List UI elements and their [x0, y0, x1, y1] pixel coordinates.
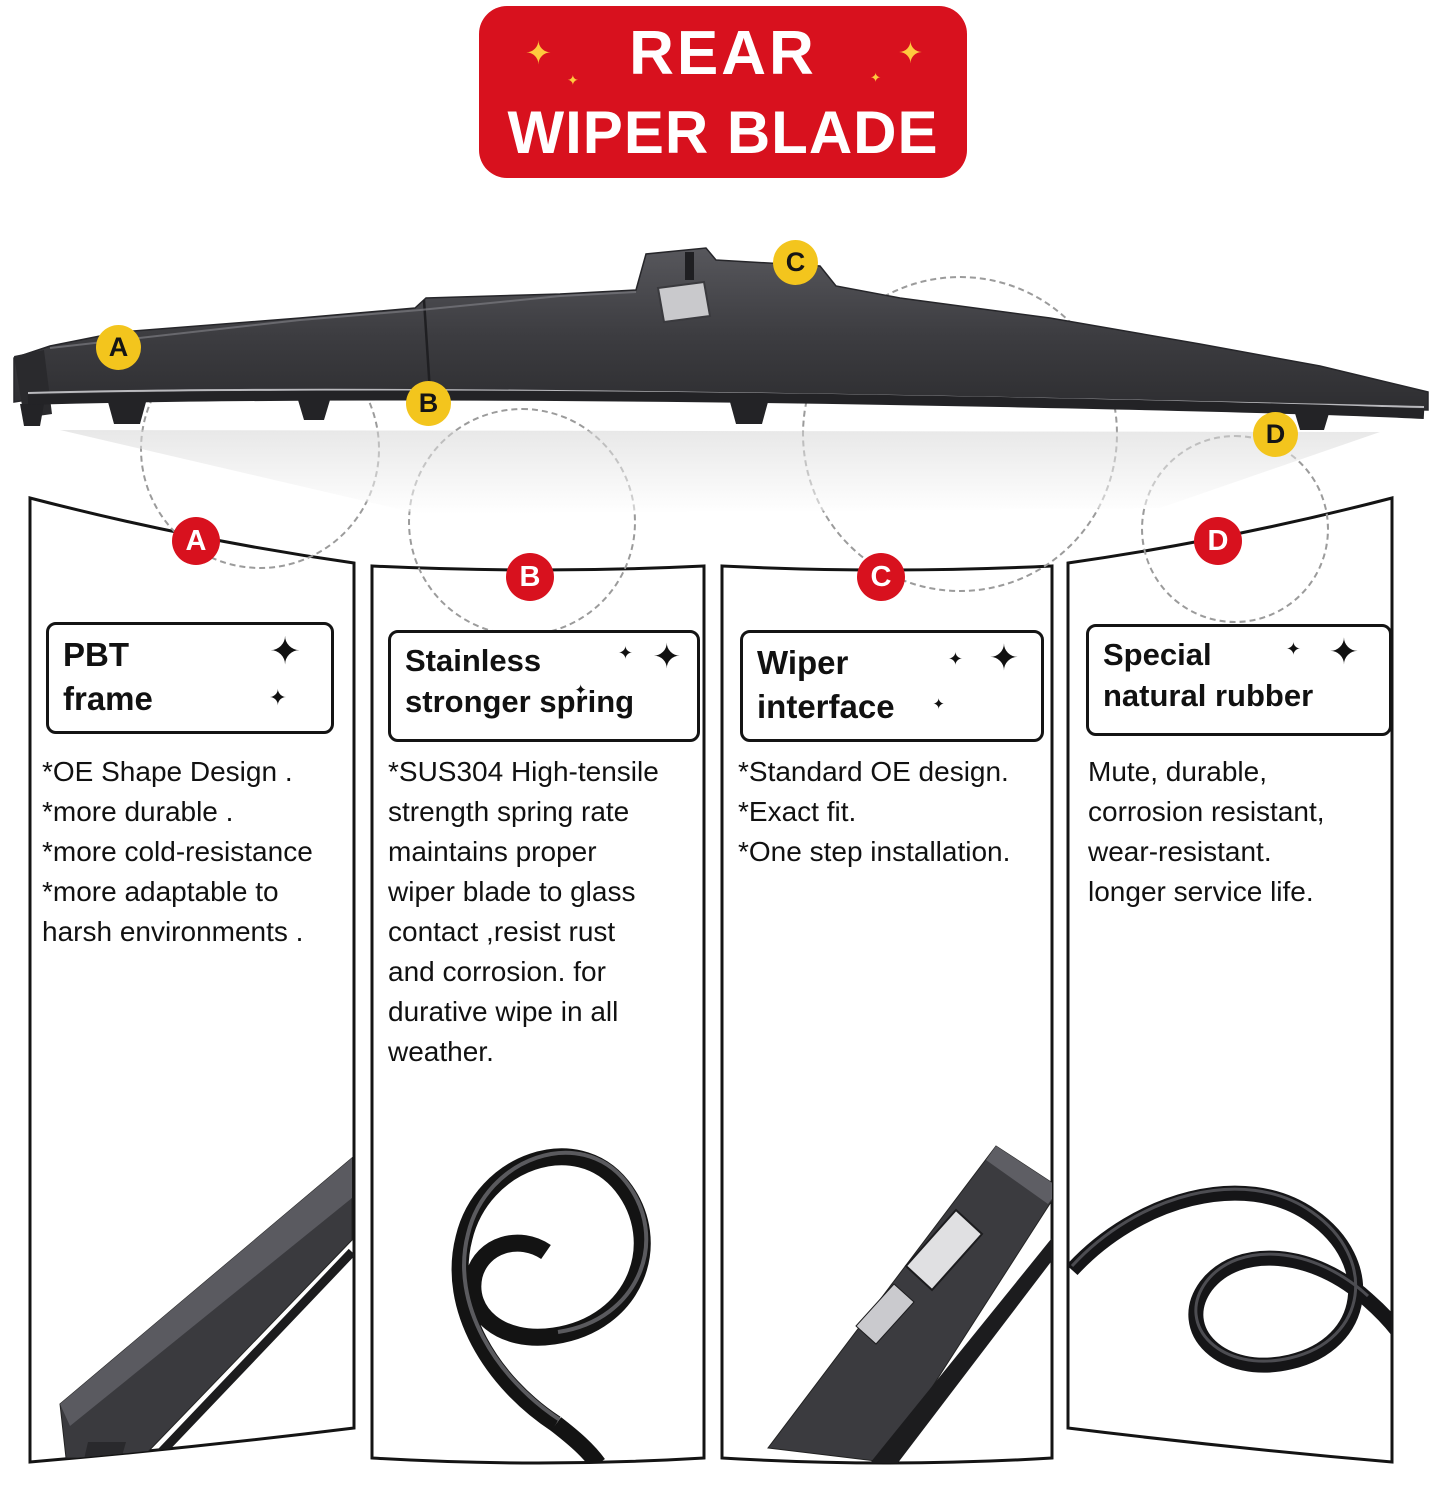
panel-b-title: Stainless stronger spring: [405, 643, 635, 719]
panel-label-d: D: [1194, 517, 1242, 565]
sparkle-icon: ✦: [947, 649, 963, 669]
panel-a-title-box: PBT frame ✦ ✦: [46, 622, 334, 734]
banner: ✦ ✦ ✦ ✦ REAR WIPER BLADE: [479, 6, 967, 178]
panel-a-title: PBT frame: [63, 636, 153, 717]
blade-clip-1: [108, 402, 146, 424]
sparkle-icon: ✦: [268, 685, 287, 710]
wiper-blade-photo: [13, 247, 1429, 514]
panel-b-title-box: Stainless stronger spring ✦ ✦ ✦: [388, 630, 700, 742]
panel-c-title-box: Wiper interface ✦ ✦ ✦: [740, 630, 1044, 742]
blade-clip-2: [298, 400, 330, 420]
blade-highlight: [49, 291, 637, 349]
sparkle-icon: ✦: [525, 35, 552, 71]
panel-d-body: Mute, durable, corrosion resistant, wear…: [1088, 756, 1325, 908]
blade-left-claw: [20, 404, 44, 426]
sparkle-icon: ✦: [870, 70, 881, 85]
panel-c-title: Wiper interface: [757, 644, 895, 725]
sparkle-icon: ✦: [617, 643, 633, 663]
blade-joint-seam: [422, 299, 432, 393]
sparkle-icon: ✦: [897, 37, 923, 70]
sparkle-icon: ✦: [567, 72, 579, 88]
sparkle-icon: ✦: [269, 631, 301, 673]
photo-wiper-interface: [767, 1145, 1052, 1463]
sparkle-icon: ✦: [932, 696, 945, 713]
panel-d-title: Special natural rubber: [1103, 637, 1314, 713]
blade-callout-d: D: [1253, 412, 1298, 457]
photo-stainless-spring: [451, 1148, 651, 1463]
panel-label-a: A: [172, 517, 220, 565]
panel-d-title-box: Special natural rubber ✦ ✦: [1086, 624, 1392, 736]
blade-clip-3: [730, 402, 768, 424]
blade-reflection: [60, 430, 1380, 514]
sparkle-icon: ✦: [988, 637, 1019, 678]
panel-c-body: *Standard OE design. *Exact fit. *One st…: [738, 756, 1011, 868]
panel-b-body: *SUS304 High-tensile strength spring rat…: [388, 756, 659, 1068]
blade-rubber-strip: [27, 390, 1425, 419]
blade-callout-b: B: [406, 381, 451, 426]
blade-interface-slot: [656, 280, 712, 324]
panel-a-body: *OE Shape Design . *more durable . *more…: [42, 756, 313, 948]
banner-title-line2: WIPER BLADE: [507, 99, 939, 166]
sparkle-icon: ✦: [574, 682, 587, 699]
blade-hook-notch: [685, 252, 694, 280]
blade-clip-4: [1294, 410, 1330, 430]
blade-callout-c: C: [773, 240, 818, 285]
panel-label-c: C: [857, 553, 905, 601]
banner-title-line1: REAR: [629, 19, 817, 88]
sparkle-icon: ✦: [652, 638, 682, 676]
sparkle-icon: ✦: [1285, 639, 1301, 659]
photo-rubber-strip: [1068, 1185, 1392, 1373]
panel-label-b: B: [506, 553, 554, 601]
sparkle-icon: ✦: [1328, 631, 1359, 672]
blade-callout-a: A: [96, 325, 141, 370]
